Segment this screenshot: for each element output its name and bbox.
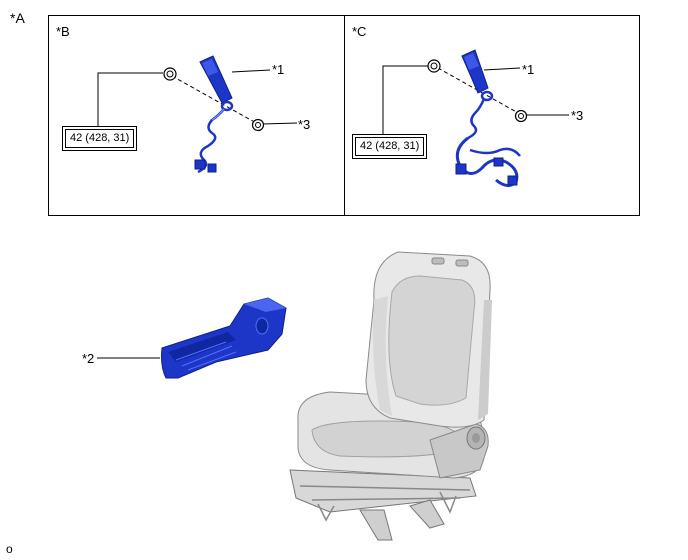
torque-spec-c: 42 (428, 31) xyxy=(352,134,428,159)
seat-belt-buckle-c xyxy=(455,49,521,187)
seat-side-cover xyxy=(97,297,287,379)
main-label: *A xyxy=(10,10,25,26)
callout-3-c: *3 xyxy=(571,108,584,123)
nut-icon xyxy=(514,109,528,123)
leader-bolt-b xyxy=(97,72,163,126)
seat-rails xyxy=(289,469,477,541)
axis-c xyxy=(437,67,521,115)
leader-1-b xyxy=(231,69,271,73)
torque-spec-c-text: 42 (428, 31) xyxy=(355,137,425,156)
panel-b-assembly xyxy=(97,55,298,174)
nut-icon xyxy=(251,118,265,132)
leader-bolt-c xyxy=(382,65,428,134)
bolt-icon xyxy=(427,59,441,73)
torque-spec-b: 42 (428, 31) xyxy=(62,126,138,151)
leader-3-b xyxy=(261,122,298,125)
panel-b-label: *B xyxy=(56,24,70,39)
axis-b xyxy=(171,75,259,125)
panel-c xyxy=(344,15,640,216)
leader-1-c xyxy=(483,67,521,71)
panel-c-label: *C xyxy=(352,24,367,39)
footer-label: o xyxy=(6,542,13,556)
torque-spec-b-text: 42 (428, 31) xyxy=(65,129,135,148)
seat-belt-buckle-b xyxy=(194,55,234,174)
callout-2: *2 xyxy=(82,351,95,366)
seat-assembly xyxy=(289,251,492,541)
callout-3-b: *3 xyxy=(298,117,311,132)
callout-1-b: *1 xyxy=(272,62,285,77)
panel-c-assembly xyxy=(382,49,569,187)
bolt-icon xyxy=(163,67,177,81)
callout-1-c: *1 xyxy=(522,62,535,77)
